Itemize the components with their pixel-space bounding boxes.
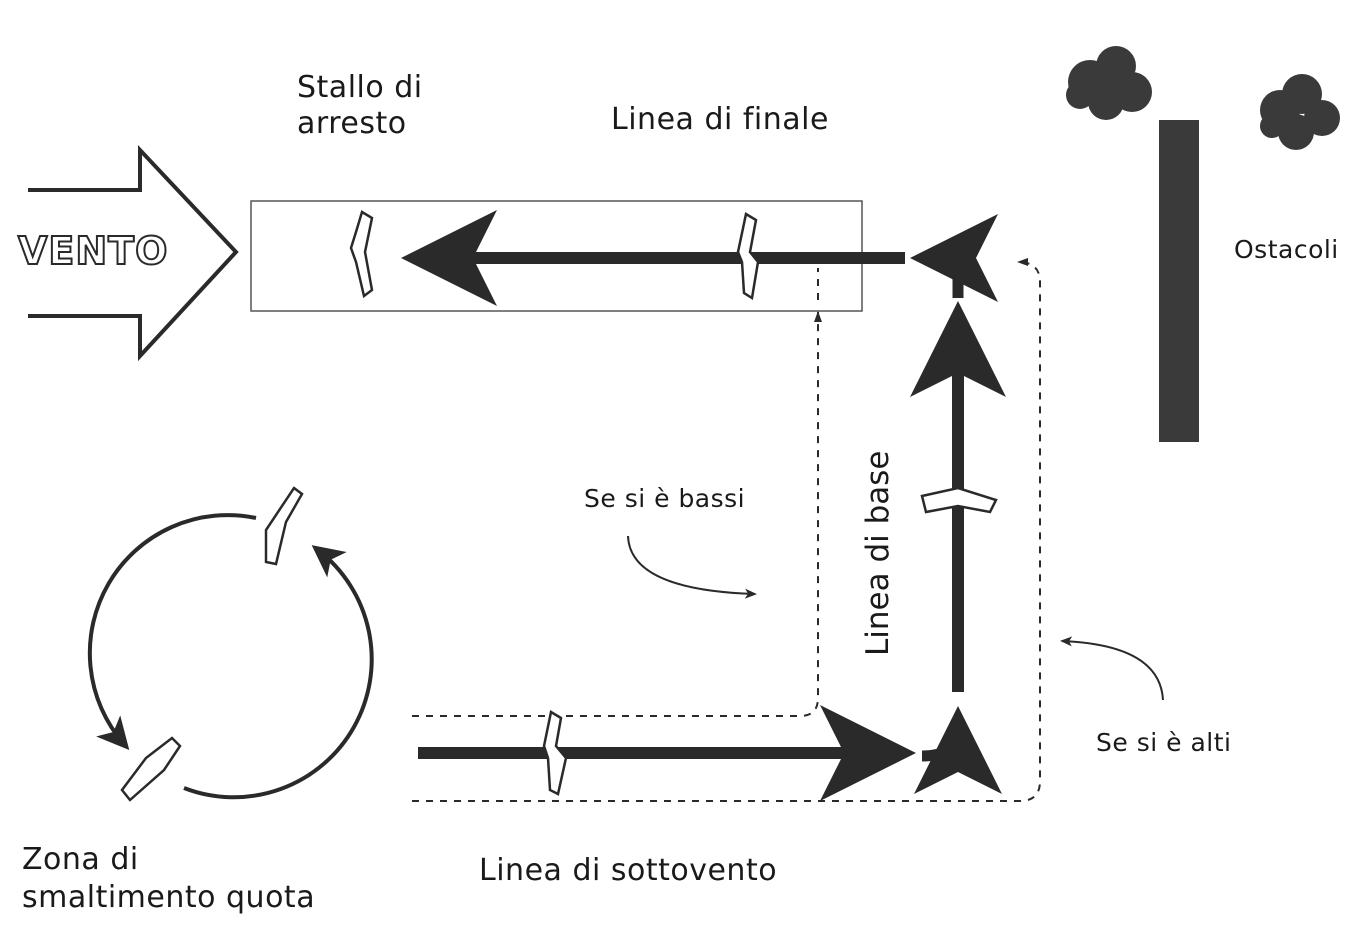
downwind-line-label: Linea di sottovento <box>479 853 778 888</box>
tree-icon <box>1066 46 1152 120</box>
circle-arc-left <box>87 513 257 751</box>
stall-label-line2: arresto <box>297 106 407 141</box>
if-low-pointer <box>627 535 757 599</box>
final-line-label: Linea di finale <box>611 102 829 137</box>
base-line-label: Linea di base <box>860 450 896 657</box>
stall-label-line1: Stallo di <box>297 70 423 105</box>
glider-circle-bottom-icon <box>120 736 182 802</box>
low-dashed-path <box>412 311 822 717</box>
altitude-zone-label-line2: smaltimento quota <box>22 880 316 915</box>
glider-base-icon <box>920 486 998 514</box>
glider-stall-icon <box>349 210 374 299</box>
obstacles-label: Ostacoli <box>1234 235 1339 264</box>
if-high-pointer <box>1060 636 1164 701</box>
turn-downwind-base-arrow <box>913 706 1002 795</box>
altitude-zone-label-line1: Zona di <box>22 842 139 877</box>
turn-base-final-arrow <box>910 214 999 303</box>
if-high-label: Se si è alti <box>1096 728 1232 757</box>
glider-circle-top-icon <box>264 486 304 566</box>
tree-icon <box>1260 74 1340 150</box>
high-dashed-path <box>412 258 1041 802</box>
wind-label: VENTO <box>17 228 169 274</box>
if-low-label: Se si è bassi <box>584 484 746 513</box>
circle-arc-right <box>183 545 374 800</box>
glider-final-icon <box>736 212 760 301</box>
glider-downwind-icon <box>542 710 568 796</box>
wind-arrow <box>28 144 239 362</box>
obstacle-wall <box>1159 120 1199 442</box>
